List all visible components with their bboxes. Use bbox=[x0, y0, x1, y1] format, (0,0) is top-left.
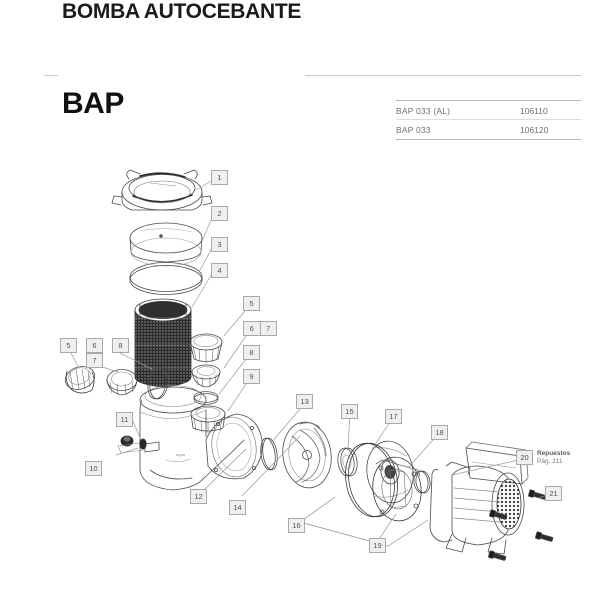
callout-14[interactable]: 14 bbox=[229, 500, 246, 515]
callout-16[interactable]: 16 bbox=[288, 518, 305, 533]
table-row: BAP 033 106120 bbox=[396, 120, 581, 139]
part-mechanical-seal bbox=[337, 447, 358, 477]
spare-parts-page: Pág. 211 bbox=[537, 458, 563, 465]
page-subtitle: BAP bbox=[62, 87, 124, 120]
part-oring-right bbox=[193, 391, 219, 405]
title-row bbox=[0, 62, 600, 88]
spare-parts-title: Repuestos bbox=[537, 450, 571, 457]
part-drain-oring bbox=[139, 438, 147, 450]
part-drain-plug bbox=[117, 435, 144, 454]
callout-13[interactable]: 13 bbox=[296, 394, 313, 409]
spare-parts-note: Repuestos Pág. 211 bbox=[537, 450, 570, 466]
part-seal-plate bbox=[366, 440, 414, 504]
callout-5-right[interactable]: 5 bbox=[243, 296, 260, 311]
callout-6-left[interactable]: 6 bbox=[86, 338, 103, 353]
part-impeller bbox=[282, 421, 332, 489]
part-oring-cover bbox=[129, 262, 203, 295]
part-union-nut-right bbox=[189, 333, 223, 364]
callout-12[interactable]: 12 bbox=[190, 489, 207, 504]
part-oring-left bbox=[147, 366, 169, 400]
part-cap-right bbox=[191, 364, 221, 388]
title-rule-right bbox=[305, 75, 581, 76]
part-cover bbox=[129, 222, 203, 267]
callout-3[interactable]: 3 bbox=[211, 237, 228, 252]
row-divider bbox=[396, 119, 581, 120]
part-seal-gasket bbox=[260, 437, 278, 471]
part-motor bbox=[429, 441, 529, 555]
callout-8-right[interactable]: 8 bbox=[243, 345, 260, 360]
callout-11[interactable]: 11 bbox=[116, 412, 133, 427]
page-title: BOMBA AUTOCEBANTE bbox=[62, 0, 302, 23]
callout-2[interactable]: 2 bbox=[211, 206, 228, 221]
svg-text:aqua: aqua bbox=[176, 452, 186, 457]
callout-7-left[interactable]: 7 bbox=[86, 353, 103, 368]
part-motor-bracket bbox=[372, 456, 422, 522]
part-collar bbox=[190, 405, 226, 434]
callout-17[interactable]: 17 bbox=[385, 409, 402, 424]
callout-6-right: 6 bbox=[249, 324, 254, 333]
callout-5-left[interactable]: 5 bbox=[60, 338, 77, 353]
model-table-bottom-rule bbox=[396, 139, 581, 140]
callout-7-right: 7 bbox=[266, 324, 271, 333]
part-adaptor-left bbox=[106, 369, 138, 396]
callout-1[interactable]: 1 bbox=[211, 170, 228, 185]
callout-20[interactable]: 20 bbox=[516, 450, 533, 465]
callout-21[interactable]: 21 bbox=[545, 486, 562, 501]
callout-9[interactable]: 9 bbox=[243, 369, 260, 384]
table-row: BAP 033 (AL) 106110 bbox=[396, 101, 581, 120]
model-code: 106120 bbox=[520, 124, 549, 135]
callout-18[interactable]: 18 bbox=[431, 425, 448, 440]
model-table-top-rule bbox=[396, 100, 581, 101]
model-code: 106110 bbox=[520, 105, 548, 116]
leader-lines bbox=[70, 179, 551, 540]
callout-15[interactable]: 15 bbox=[341, 404, 358, 419]
callout-6-7-right[interactable]: 6 7 bbox=[243, 321, 277, 336]
model-name: BAP 033 (AL) bbox=[396, 105, 451, 116]
part-lid-ring bbox=[111, 169, 213, 211]
part-shaft-seal bbox=[413, 470, 431, 494]
callout-19[interactable]: 19 bbox=[369, 538, 386, 553]
callout-10[interactable]: 10 bbox=[85, 461, 102, 476]
part-screws bbox=[487, 489, 554, 563]
part-pump-housing: aqua bbox=[139, 385, 263, 491]
model-table: BAP 033 (AL) 106110 BAP 033 106120 bbox=[396, 100, 581, 140]
part-basket bbox=[134, 298, 192, 388]
callout-4[interactable]: 4 bbox=[211, 263, 228, 278]
callout-divider bbox=[259, 322, 261, 335]
callout-8-left[interactable]: 8 bbox=[112, 338, 129, 353]
part-body-oring bbox=[345, 442, 398, 518]
page-header: BOMBA AUTOCEBANTE BAP BAP 033 (AL) 10611… bbox=[0, 0, 600, 145]
title-rule-left bbox=[44, 75, 58, 76]
model-name: BAP 033 bbox=[396, 124, 431, 135]
